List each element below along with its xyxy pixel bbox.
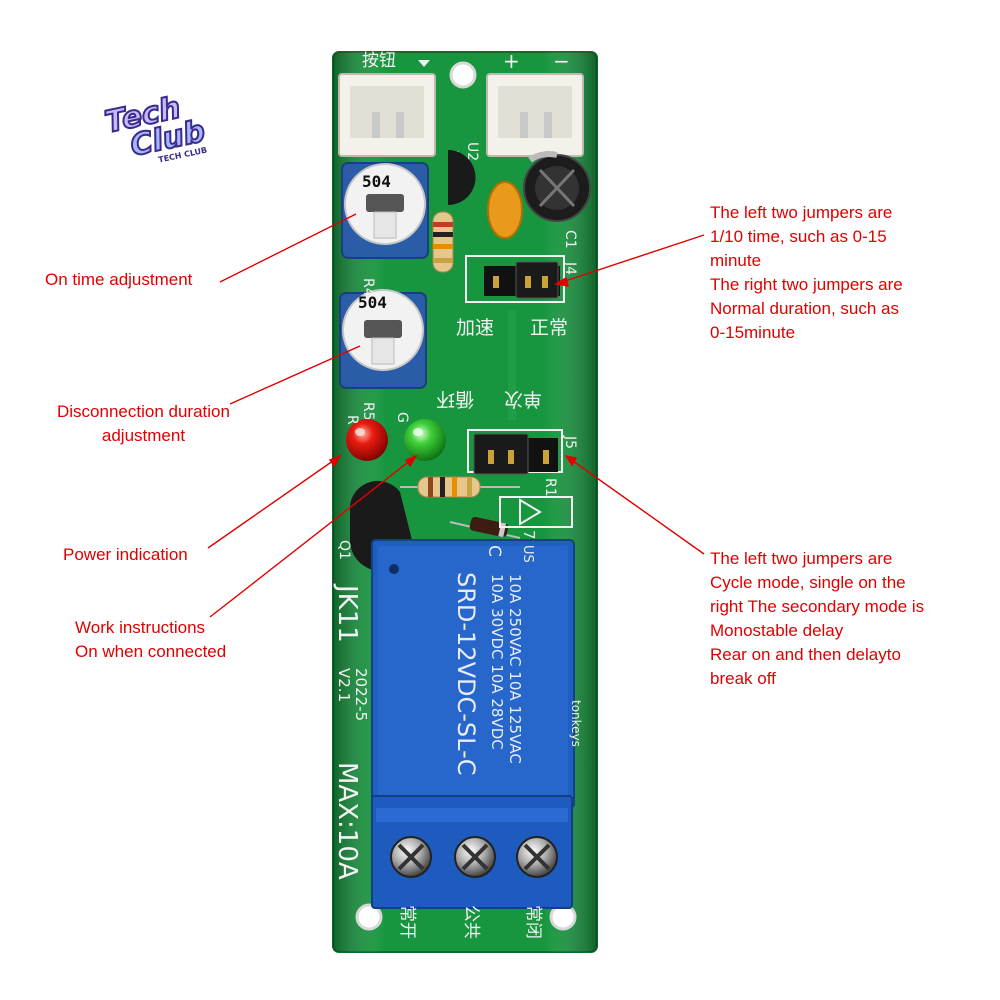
annotation-jumpers-bottom: The left two jumpers are Cycle mode, sin… bbox=[710, 549, 925, 688]
on-time-potentiometer[interactable]: 504 bbox=[341, 162, 429, 259]
model-label: JK11 bbox=[332, 583, 362, 643]
ref-j4: J4 bbox=[562, 261, 578, 275]
version-label: V2.1 bbox=[335, 668, 353, 702]
button-connector bbox=[338, 73, 436, 157]
ceramic-capacitor bbox=[487, 181, 523, 239]
relay-model: SRD-12VDC-SL-C bbox=[452, 572, 480, 776]
transistor-u2 bbox=[448, 150, 476, 206]
terminal-screw-com[interactable] bbox=[454, 836, 496, 878]
annotation-power: Power indication bbox=[63, 545, 188, 564]
mode-jumper-j5[interactable] bbox=[473, 433, 558, 475]
minus-label: − bbox=[553, 49, 570, 73]
ref-r5: R5 bbox=[360, 402, 376, 421]
leader-power bbox=[207, 455, 341, 549]
speed-jumper-j4[interactable] bbox=[484, 261, 560, 299]
annotation-work: Work instructions On when connected bbox=[75, 618, 227, 661]
relay-rating1: 10A 250VAC 10A 125VAC bbox=[506, 574, 524, 764]
electrolytic-capacitor-c1 bbox=[523, 151, 591, 222]
leader-disconnection bbox=[229, 345, 361, 405]
max-current-label: MAX:10A bbox=[332, 762, 362, 880]
ref-g-led: G bbox=[394, 412, 410, 423]
leader-on-time bbox=[219, 213, 357, 283]
terminal-label-com: 公共 bbox=[461, 905, 481, 939]
annotation-jumpers-top: The left two jumpers are 1/10 time, such… bbox=[710, 203, 903, 342]
leader-work bbox=[209, 455, 417, 618]
relay-mark-us: US bbox=[520, 545, 535, 563]
ref-j5: J5 bbox=[562, 435, 578, 449]
mode-right-label: 单次 bbox=[504, 388, 542, 410]
power-connector bbox=[486, 73, 584, 157]
button-label: 按钮 bbox=[362, 51, 396, 71]
date-label: 2022-5 bbox=[352, 668, 370, 721]
disconnection-duration-potentiometer[interactable]: 504 bbox=[339, 289, 427, 389]
terminal-label-no: 常开 bbox=[397, 905, 417, 939]
ref-c1: C1 bbox=[562, 230, 578, 249]
mode-left-label: 循环 bbox=[436, 388, 474, 410]
tech-club-logo: Tech Club TECH CLUB bbox=[101, 89, 209, 164]
relay-pin: 7 bbox=[520, 530, 538, 540]
ref-q1: Q1 bbox=[336, 540, 352, 560]
ref-r1: R1 bbox=[542, 478, 558, 497]
ref-r-led: R bbox=[344, 415, 360, 425]
resistor-r3 bbox=[432, 211, 454, 273]
speed-left-label: 加速 bbox=[456, 317, 494, 339]
terminal-screw-no[interactable] bbox=[390, 836, 432, 878]
terminal-screw-nc[interactable] bbox=[516, 836, 558, 878]
speed-right-label: 正常 bbox=[530, 317, 568, 339]
annotation-disconnection: Disconnection duration adjustment bbox=[57, 402, 230, 445]
annotation-on-time: On time adjustment bbox=[45, 270, 193, 289]
mounting-hole bbox=[449, 61, 477, 89]
plus-label: + bbox=[503, 49, 520, 73]
work-led-green bbox=[404, 419, 446, 461]
pot1-code: 504 bbox=[362, 172, 391, 191]
relay bbox=[371, 539, 575, 809]
ref-u2: U2 bbox=[464, 142, 480, 161]
pot2-code: 504 bbox=[358, 293, 387, 312]
resistor-r1 bbox=[400, 476, 520, 498]
leader-jumpers-top bbox=[555, 234, 705, 285]
power-led-red bbox=[346, 419, 388, 461]
terminal-label-nc: 常闭 bbox=[523, 905, 543, 939]
brand-label: tonkeys bbox=[569, 700, 583, 747]
ref-r4: R4 bbox=[360, 278, 376, 297]
leader-jumpers-bottom bbox=[565, 455, 705, 555]
relay-mark-c: C bbox=[484, 545, 504, 557]
relay-rating2: 10A 30VDC 10A 28VDC bbox=[488, 574, 506, 750]
mounting-hole bbox=[355, 903, 383, 931]
